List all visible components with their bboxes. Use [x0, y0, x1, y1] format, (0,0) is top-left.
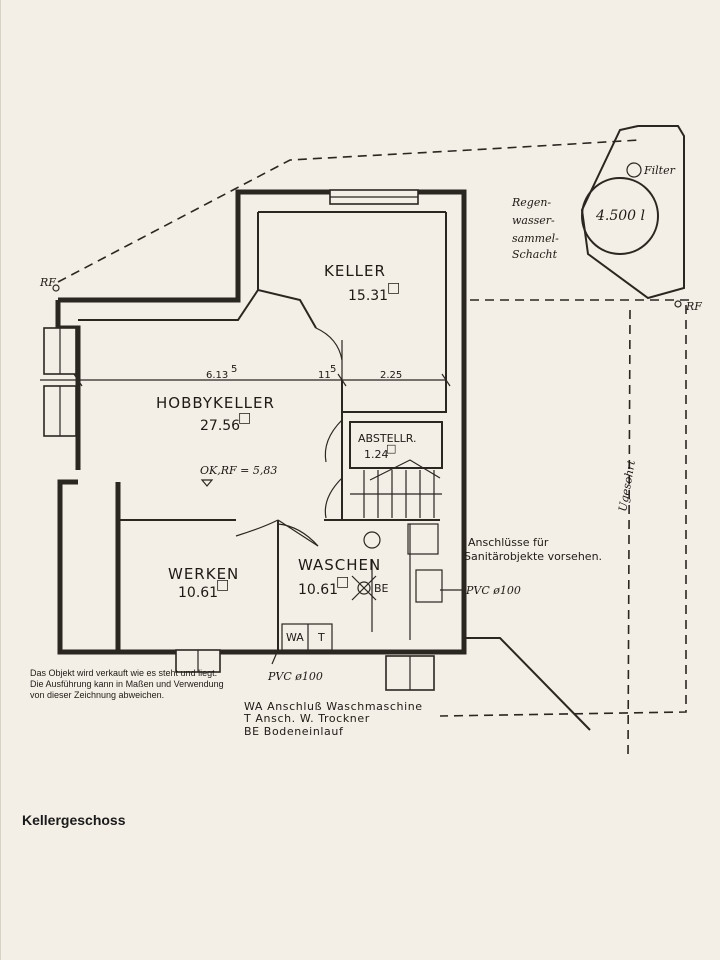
tank-filter-label: Filter — [643, 164, 676, 177]
dimension-middle: 11 — [318, 370, 331, 381]
filter-symbol — [626, 162, 642, 178]
waschen-door — [277, 519, 319, 547]
keller-wall — [257, 212, 317, 329]
rf-marker-left — [52, 284, 60, 292]
property-line-right-vertical — [439, 305, 687, 717]
tank-label-3: sammel- — [512, 232, 559, 245]
room-werken-label: WERKEN — [168, 565, 239, 583]
room-abstell-unit: □ — [386, 442, 396, 455]
dimension-left: 6.13 — [206, 370, 228, 381]
installation-note-1: Anschlüsse für — [468, 536, 549, 549]
room-waschen-label: WASCHEN — [298, 556, 381, 574]
annex-wall — [464, 637, 591, 731]
property-line-top — [57, 139, 641, 283]
rf-label-left: RF — [39, 276, 56, 289]
room-hobbykeller-unit: □ — [238, 410, 251, 426]
rainwater-shaft — [580, 125, 685, 300]
page-edge-shadow — [0, 0, 1, 960]
room-werken-area: 10.61 — [178, 585, 218, 601]
sanitary-fixture-1 — [407, 523, 439, 555]
tank-label-4: Schacht — [512, 248, 558, 261]
tank-volume: 4.500 l — [595, 208, 645, 224]
room-werken-unit: □ — [216, 577, 229, 593]
room-keller-label: KELLER — [324, 262, 386, 280]
symbol-wa: WA — [286, 631, 304, 644]
rf-marker-right — [674, 300, 682, 308]
abstell-door-swing — [324, 419, 343, 463]
property-line-right-inner — [627, 309, 631, 761]
abstell-room — [349, 421, 443, 469]
room-waschen-unit: □ — [336, 574, 349, 590]
dimension-right: 2.25 — [380, 370, 402, 381]
keller-inner-wall — [341, 212, 447, 413]
room-abstell-label: ABSTELLR. — [358, 432, 417, 445]
waschen-door-swing — [277, 523, 319, 547]
legend-wa: WA Anschluß Waschmaschine — [244, 700, 423, 713]
disclaimer-line-2: Die Ausführung kann in Maßen und Verwend… — [30, 679, 224, 689]
staircase — [350, 459, 442, 518]
pvc-right-label: PVC ø100 — [465, 584, 521, 597]
room-keller-unit: □ — [387, 280, 400, 296]
page-caption: Kellergeschoss — [22, 812, 126, 828]
rainwater-tank — [581, 177, 659, 255]
dimension-middle-sup: 5 — [330, 364, 336, 375]
installation-note-2: Sanitärobjekte vorsehen. — [464, 550, 602, 563]
tank-label-1: Regen- — [511, 196, 551, 209]
drainage-label: Ugesohrt — [616, 459, 638, 513]
sink-circle — [363, 531, 381, 549]
disclaimer-line-3: von dieser Zeichnung abweichen. — [30, 690, 165, 700]
stair-door-swing — [324, 477, 343, 519]
tank-label-2: wasser- — [512, 214, 555, 227]
rf-label-right: RF — [685, 300, 702, 313]
room-hobbykeller-label: HOBBYKELLER — [156, 394, 275, 412]
room-hobbykeller-area: 27.56 — [200, 418, 240, 434]
building-outline — [57, 189, 467, 655]
disclaimer-line-1: Das Objekt wird verkauft wie es steht un… — [30, 668, 218, 678]
wa-t-box — [281, 623, 333, 651]
pvc-bottom-arrow — [271, 649, 279, 665]
dimension-left-sup: 5 — [231, 364, 237, 375]
symbol-t: T — [317, 631, 325, 644]
legend-be: BE Bodeneinlauf — [244, 725, 344, 738]
hobbykeller-wall — [78, 289, 259, 321]
pvc-bottom-label: PVC ø100 — [267, 670, 323, 683]
legend-t: T Ansch. W. Trockner — [243, 712, 370, 725]
building-outline-left — [55, 300, 81, 470]
symbol-be: BE — [374, 582, 389, 595]
disclaimer: Das Objekt wird verkauft wie es steht un… — [30, 668, 230, 701]
keller-door-swing — [315, 327, 343, 361]
level-note: OK,RF = 5,83 — [200, 464, 277, 477]
sanitary-fixture-2 — [415, 569, 443, 603]
room-abstell-area: 1.24 — [364, 448, 389, 461]
floor-drain-symbol — [351, 575, 377, 601]
level-marker — [200, 479, 214, 487]
room-keller-area: 15.31 — [348, 288, 388, 304]
room-waschen-area: 10.61 — [298, 582, 338, 598]
werken-door-swing — [235, 519, 279, 537]
